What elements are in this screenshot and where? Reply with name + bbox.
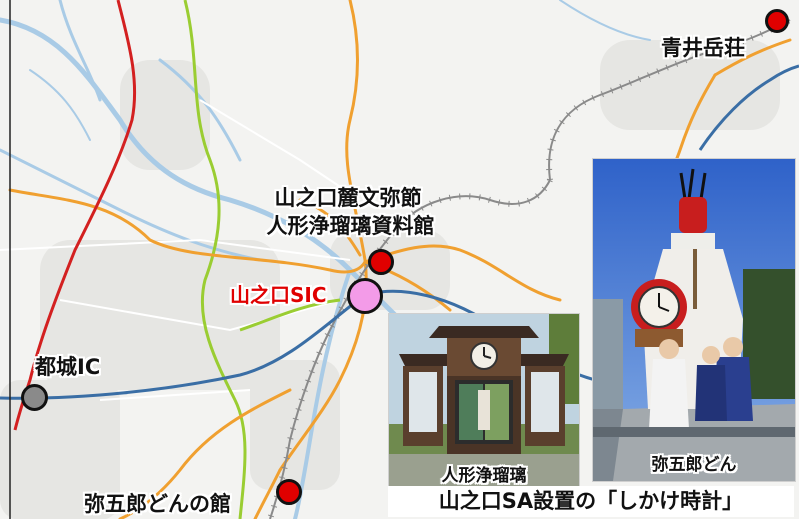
marker-aoi-dakesou[interactable] [765, 9, 789, 33]
marker-museum[interactable] [368, 249, 394, 275]
label-museum-line1: 山之口麓文弥節 [274, 186, 422, 210]
national-route [13, 0, 137, 431]
photo-karakuri-clock: 人形浄瑠璃 [388, 313, 580, 487]
photo-yagoro-caption: 弥五郎どん [651, 455, 737, 475]
label-miyakonojo-ic: 都城IC [35, 355, 101, 379]
yagoro-don-illustration [593, 159, 795, 481]
green-road-branch [239, 298, 341, 332]
photo-group-title: 山之口SA設置の「しかけ時計」 [388, 486, 794, 517]
label-aoi-dakesou: 青井岳荘 [661, 36, 745, 60]
expressway-north [698, 64, 799, 151]
label-yamanokuchi-sic: 山之口SIC [230, 283, 327, 307]
photo-karakuri-caption: 人形浄瑠璃 [441, 466, 527, 486]
karakuri-clock-illustration [389, 314, 579, 486]
marker-yamanokuchi-sic[interactable] [347, 278, 383, 314]
marker-miyakonojo-ic[interactable] [21, 384, 48, 411]
marker-yagoro-don-yakata[interactable] [276, 479, 302, 505]
photo-yagoro-don: 弥五郎どん [592, 158, 796, 482]
green-road [183, 0, 247, 519]
minor-roads [0, 99, 361, 401]
label-yagoro-don-yakata: 弥五郎どんの館 [84, 492, 231, 516]
label-museum-line2: 人形浄瑠璃資料館 [266, 214, 435, 238]
railway [267, 17, 792, 519]
